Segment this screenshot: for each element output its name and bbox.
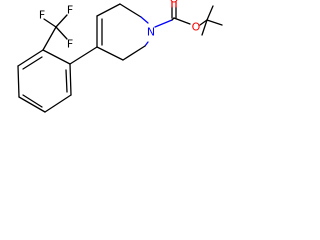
- bond-n-carbonyl: [154, 19, 173, 28]
- trifluoromethyl-group: [42, 14, 68, 51]
- bond-ar2: [69, 63, 72, 96]
- bond-tbu-me2: [206, 5, 214, 21]
- atom-f2: F: [67, 4, 73, 17]
- bond-cf3: [55, 26, 68, 40]
- boc-group: [154, 1, 223, 36]
- bond-ar5: [17, 65, 20, 98]
- bond-cf3-aryl: [42, 26, 57, 51]
- bond-cf2: [55, 14, 68, 28]
- bond-r3: [119, 3, 142, 18]
- atom-o-carbonyl: O: [170, 0, 179, 6]
- bond-ar1: [42, 49, 71, 65]
- bond-aryl-ring: [69, 46, 98, 65]
- bond-ar-inner2: [22, 94, 43, 108]
- atom-f3: F: [67, 38, 73, 51]
- benzene-ring: [17, 49, 72, 113]
- bond-r4: [140, 16, 149, 24]
- bond-r5: [144, 41, 149, 47]
- atom-n1: N: [147, 26, 155, 39]
- bond-tbu-me3: [201, 19, 208, 36]
- bond-ar6: [17, 49, 44, 67]
- bond-r5b: [122, 45, 146, 61]
- structure-diagram: F F F N O O: [17, 0, 223, 113]
- bond-r2: [96, 3, 121, 17]
- bond-cf1: [43, 18, 57, 28]
- atom-f1: F: [39, 9, 45, 22]
- bond-ar4: [18, 96, 46, 113]
- bond-c-oester: [173, 17, 191, 25]
- bond-ar-inner1: [65, 69, 68, 93]
- tetrahydropyridine-ring: [96, 3, 149, 61]
- bond-ar3: [44, 94, 72, 113]
- bond-oester-tbu: [199, 19, 208, 26]
- bond-ar-inner3: [22, 56, 43, 70]
- atom-o-ester: O: [192, 21, 201, 34]
- bond-r6: [96, 46, 124, 61]
- bond-tbu-me1: [206, 19, 223, 26]
